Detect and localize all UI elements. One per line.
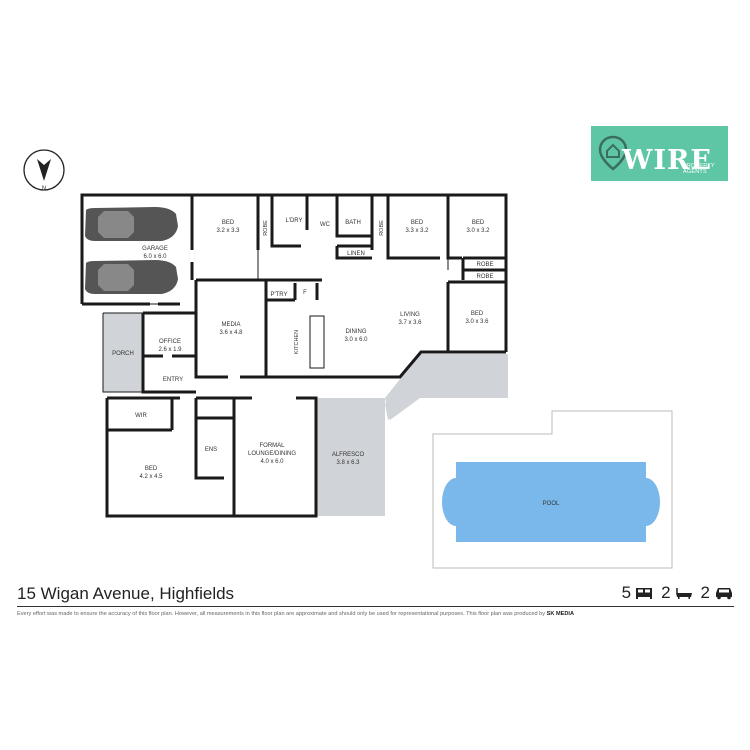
dining-size: 3.0 x 6.0 <box>344 337 368 343</box>
formal-label-line1: FORMAL <box>259 443 285 449</box>
bed2-label: BED <box>411 220 424 226</box>
pool-surround <box>432 410 673 569</box>
disclaimer-text: Every effort was made to ensure the accu… <box>17 611 546 617</box>
car-icon <box>85 207 178 241</box>
linen-label: LINEN <box>347 251 365 257</box>
bed3-label: BED <box>472 220 485 226</box>
north-label: N <box>42 186 46 192</box>
porch-label: PORCH <box>112 351 134 357</box>
disclaimer: Every effort was made to ensure the accu… <box>17 611 574 617</box>
dining-label: DINING <box>346 329 367 335</box>
office-size: 2.6 x 1.9 <box>158 347 182 353</box>
brand-logo: WIRE PROPERTY AGENTS <box>591 126 728 181</box>
footer-divider <box>17 606 734 607</box>
car-space-count: 2 <box>700 583 710 602</box>
bed-icon <box>636 588 653 599</box>
bed1-label: BED <box>222 220 235 226</box>
porch-area <box>103 313 143 392</box>
living-label: LIVING <box>400 312 420 318</box>
robe4-label: ROBE <box>476 274 493 280</box>
wir-label: WIR <box>135 413 147 419</box>
ensuite-label: ENS <box>205 447 217 453</box>
master-bed-label: BED <box>145 466 158 472</box>
location-pin-icon <box>598 135 628 171</box>
producer-name: SK MEDIA <box>546 611 574 617</box>
robe1-label: ROBE <box>263 220 269 236</box>
brand-name: WIRE <box>622 145 712 176</box>
bath-label: BATH <box>345 220 361 226</box>
pantry-label: P'TRY <box>270 292 287 298</box>
bath-icon <box>675 588 692 599</box>
north-arrow-icon: N <box>23 149 65 192</box>
master-bed-size: 4.2 x 4.5 <box>139 474 163 480</box>
bed2-size: 3.3 x 3.2 <box>405 228 429 234</box>
car-icon <box>716 588 732 600</box>
laundry-label: L'DRY <box>285 218 302 224</box>
media-label: MEDIA <box>221 322 240 328</box>
interior-lines <box>102 250 449 393</box>
wc-label: WC <box>320 222 331 228</box>
robe2-label: ROBE <box>379 220 385 236</box>
walls <box>80 193 508 518</box>
car-icon <box>85 260 178 294</box>
formal-size: 4.0 x 6.0 <box>260 459 284 465</box>
bed4-label: BED <box>471 311 484 317</box>
entry-label: ENTRY <box>163 377 183 383</box>
alfresco-size: 3.8 x 6.3 <box>336 460 360 466</box>
brand-tagline-line2: AGENTS <box>683 169 707 175</box>
robe3-label: ROBE <box>476 262 493 268</box>
alfresco-area <box>316 368 508 516</box>
brand-tagline-line1: PROPERTY <box>683 163 715 169</box>
living-size: 3.7 x 3.6 <box>398 320 422 326</box>
bedroom-count: 5 <box>621 583 632 602</box>
brand-tagline: PROPERTY AGENTS <box>683 163 715 175</box>
media-size: 3.6 x 4.8 <box>219 330 243 336</box>
bed1-size: 3.2 x 3.3 <box>216 228 240 234</box>
outdoor-terrace <box>385 354 508 420</box>
garage-label: GARAGE <box>142 246 168 252</box>
bed4-size: 3.0 x 3.6 <box>465 319 489 325</box>
property-address: 15 Wigan Avenue, Highfields <box>17 584 235 603</box>
office-label: OFFICE <box>159 339 181 345</box>
alfresco-label: ALFRESCO <box>332 452 365 458</box>
fridge-label: F <box>303 290 307 296</box>
garage-size: 6.0 x 6.0 <box>143 254 167 260</box>
formal-label-line2: LOUNGE/DINING <box>248 451 296 457</box>
bed3-size: 3.0 x 3.2 <box>466 228 490 234</box>
kitchen-label: KITCHEN <box>294 330 300 354</box>
property-stats: 5 2 2 <box>614 583 734 603</box>
pool <box>442 462 660 542</box>
bathroom-count: 2 <box>661 583 671 602</box>
pool-label: POOL <box>543 501 560 507</box>
